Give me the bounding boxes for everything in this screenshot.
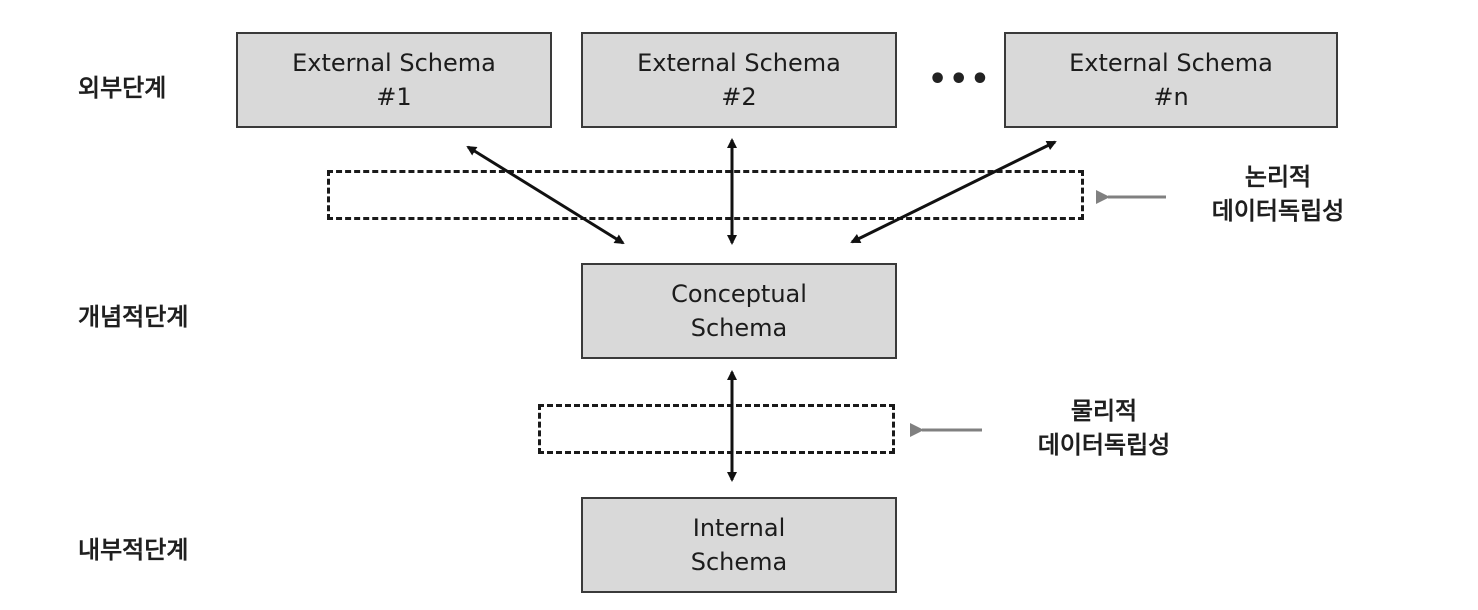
conceptual-schema-line1: Conceptual (671, 280, 807, 308)
external-schema-n-number: #n (1153, 83, 1189, 111)
physical-mapping-region (538, 404, 895, 454)
logical-independence-label: 논리적 데이터독립성 (1188, 160, 1368, 228)
internal-schema-box: Internal Schema (581, 497, 897, 593)
logical-independence-line2: 데이터독립성 (1211, 197, 1345, 225)
physical-independence-line1: 물리적 (1070, 397, 1138, 425)
external-schema-1-number: #1 (376, 83, 412, 111)
internal-level-label: 내부적단계 (78, 536, 189, 564)
internal-schema-line1: Internal (692, 514, 786, 542)
physical-independence-label: 물리적 데이터독립성 (1014, 394, 1194, 462)
external-schema-n-title: External Schema (1069, 49, 1273, 77)
physical-independence-line2: 데이터독립성 (1037, 431, 1171, 459)
logical-independence-line1: 논리적 (1244, 163, 1312, 191)
external-schema-1-title: External Schema (292, 49, 496, 77)
conceptual-level-label: 개념적단계 (78, 303, 189, 331)
conceptual-schema-box: Conceptual Schema (581, 263, 897, 359)
external-schema-1-box: External Schema #1 (236, 32, 552, 128)
internal-schema-line2: Schema (690, 548, 788, 576)
external-schema-n-box: External Schema #n (1004, 32, 1338, 128)
ellipsis: ••• (928, 62, 992, 97)
external-level-label: 외부단계 (78, 74, 167, 102)
external-schema-2-title: External Schema (637, 49, 841, 77)
external-schema-2-box: External Schema #2 (581, 32, 897, 128)
conceptual-schema-line2: Schema (690, 314, 788, 342)
external-schema-2-number: #2 (721, 83, 757, 111)
logical-mapping-region (327, 170, 1084, 220)
